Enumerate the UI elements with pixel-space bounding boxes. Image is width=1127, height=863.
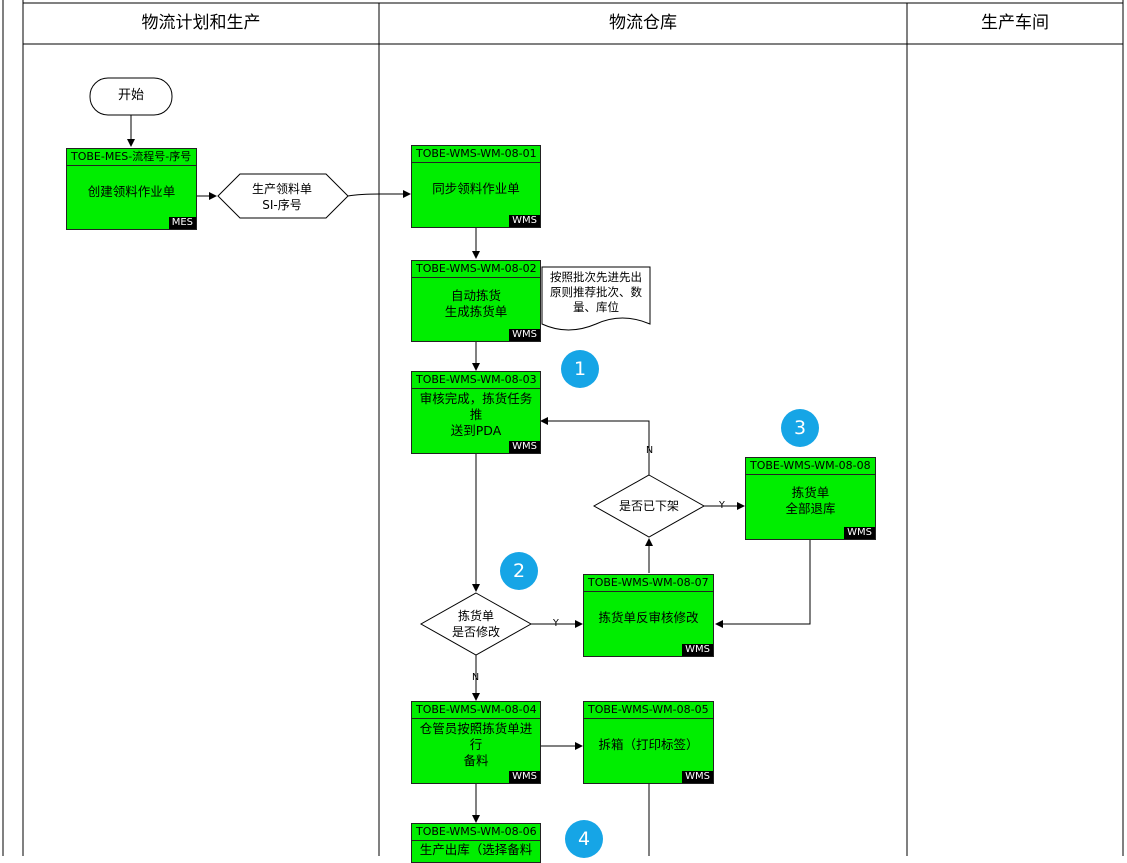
system-tag: WMS — [509, 329, 540, 341]
step-badge-2: 2 — [500, 552, 538, 590]
process-box-mes: TOBE-MES-流程号-序号 创建领料作业单 MES — [66, 148, 197, 230]
edge-shelf-b03 — [540, 417, 650, 475]
system-tag: WMS — [509, 215, 540, 227]
process-box-08-03: TOBE-WMS-WM-08-03 审核完成，拣货任务推 送到PDA WMS — [411, 371, 541, 454]
process-code: TOBE-WMS-WM-08-08 — [746, 458, 875, 475]
process-text: 拆箱（打印标签） — [598, 737, 699, 752]
decision-shelf-shape — [592, 474, 706, 538]
decision-shelf-label: 是否已下架 — [618, 499, 679, 513]
process-text: 拣货单 全部退库 — [785, 485, 836, 516]
process-code: TOBE-WMS-WM-08-02 — [412, 261, 540, 278]
edge-doc-b01 — [347, 190, 411, 198]
process-box-08-08: TOBE-WMS-WM-08-08 拣货单 全部退库 WMS — [745, 457, 876, 540]
process-code: TOBE-WMS-WM-08-04 — [412, 702, 540, 719]
process-text: 生产出库（选择备料 — [419, 842, 533, 857]
edge-label-n-shelf: N — [646, 445, 654, 456]
edge-b08-b07 — [715, 540, 811, 628]
system-tag: WMS — [682, 771, 713, 783]
system-tag: MES — [168, 217, 196, 229]
process-text: 同步领料作业单 — [432, 181, 520, 196]
process-code: TOBE-WMS-WM-08-07 — [584, 575, 713, 592]
document-label: 生产领料单 SI-序号 — [251, 182, 312, 212]
start-label: 开始 — [117, 88, 144, 103]
process-box-08-06: TOBE-WMS-WM-08-06 生产出库（选择备料 — [411, 823, 541, 863]
process-text: 创建领料作业单 — [87, 183, 176, 199]
lane-title-warehouse: 物流仓库 — [609, 13, 677, 33]
system-tag: WMS — [844, 527, 875, 539]
process-text: 拣货单反审核修改 — [598, 610, 699, 625]
process-text: 审核完成，拣货任务推 送到PDA — [419, 391, 533, 438]
system-tag: WMS — [509, 441, 540, 453]
process-code: TOBE-MES-流程号-序号 — [67, 149, 196, 166]
note-shape — [541, 266, 651, 331]
step-badge-1: 1 — [561, 350, 599, 388]
process-box-08-04: TOBE-WMS-WM-08-04 仓管员按照拣货单进行 备料 WMS — [411, 701, 541, 784]
system-tag: WMS — [682, 644, 713, 656]
process-code: TOBE-WMS-WM-08-06 — [412, 824, 540, 841]
process-text: 自动拣货 生成拣货单 — [444, 287, 508, 319]
edge-label-y-modify: Y — [553, 618, 559, 629]
system-tag: WMS — [509, 771, 540, 783]
edge-label-y-shelf: Y — [719, 500, 725, 511]
decision-modify-label: 拣货单 是否修改 — [451, 609, 500, 639]
process-box-08-02: TOBE-WMS-WM-08-02 自动拣货 生成拣货单 WMS — [411, 260, 541, 342]
note-text: 按照批次先进先出 原则推荐批次、数 量、库位 — [550, 270, 642, 314]
process-box-08-05: TOBE-WMS-WM-08-05 拆箱（打印标签） WMS — [583, 701, 714, 784]
lane-title-planning: 物流计划和生产 — [141, 13, 261, 33]
process-text: 仓管员按照拣货单进行 备料 — [419, 721, 533, 768]
step-badge-3: 3 — [781, 409, 819, 447]
edge-label-n-modify: N — [472, 672, 480, 683]
process-box-08-07: TOBE-WMS-WM-08-07 拣货单反审核修改 WMS — [583, 574, 714, 657]
process-code: TOBE-WMS-WM-08-05 — [584, 702, 713, 719]
process-code: TOBE-WMS-WM-08-01 — [412, 146, 540, 163]
process-box-08-01: TOBE-WMS-WM-08-01 同步领料作业单 WMS — [411, 145, 541, 228]
step-badge-4: 4 — [565, 820, 603, 858]
process-code: TOBE-WMS-WM-08-03 — [412, 372, 540, 389]
lane-title-workshop: 生产车间 — [981, 13, 1049, 33]
